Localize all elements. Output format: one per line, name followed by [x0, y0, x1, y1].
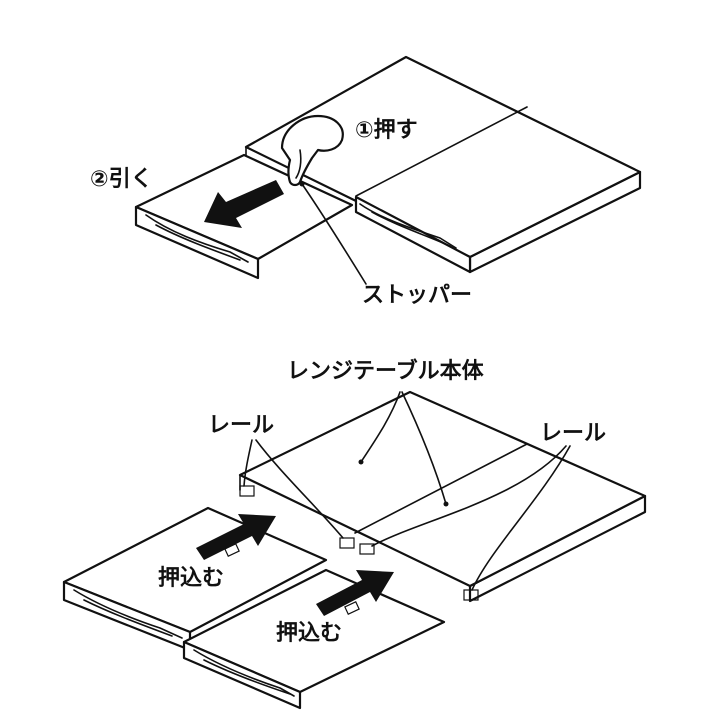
label-step2: ②引く: [90, 167, 153, 192]
push-arrow-1: [196, 514, 276, 560]
label-step1: ①押す: [355, 117, 418, 143]
bottom-right-drawer-slot: [344, 601, 360, 615]
label-push-2: 押込む: [276, 620, 342, 646]
push-arrow-2: [316, 570, 394, 616]
top-right-drawer-handle-lip: [371, 211, 451, 247]
bottom-left-drawer-handle: [73, 589, 183, 639]
pull-arrow: [204, 180, 284, 228]
bottom-right-drawer: [182, 568, 446, 710]
top-left-drawer-handle-lip: [155, 224, 241, 261]
top-right-drawer-handle: [359, 203, 457, 249]
rail-slot-1: [239, 485, 255, 497]
rail-slot-2: [339, 537, 355, 549]
bottom-right-drawer-handle: [193, 649, 295, 697]
hand-shape: [280, 114, 344, 187]
rail-slot-3: [359, 543, 375, 555]
stopper-point: [299, 181, 305, 187]
label-rail-left: レール: [208, 413, 274, 438]
hand-finger: [295, 149, 302, 179]
hand-illustration: [280, 114, 344, 187]
top-left-drawer-side: [257, 204, 353, 260]
top-left-drawer-front: [134, 205, 260, 280]
bottom-table-body: [238, 390, 647, 603]
top-right-drawer-front: [354, 195, 472, 274]
top-table-seam: [355, 106, 528, 197]
rail-slot-4: [463, 589, 479, 601]
label-rail-right: レール: [540, 421, 606, 446]
label-main-body: レンジテーブル本体: [287, 358, 485, 384]
leaders-rail-left: [243, 439, 344, 539]
stopper-leader: [301, 183, 367, 285]
bottom-left-drawer-handle-lip: [83, 599, 173, 637]
bottom-right-drawer-front: [182, 640, 302, 710]
bottom-right-drawer-handle-lip: [203, 659, 291, 695]
leaders-main-body: [360, 391, 447, 505]
bottom-figure: レンジテーブル本体 レール レール 押込む 押込む: [62, 358, 647, 710]
bottom-table-surface: [238, 390, 647, 588]
label-stopper: ストッパー: [362, 283, 472, 308]
leaders-rail-right: [371, 445, 571, 591]
top-right-drawer: [354, 195, 472, 274]
top-figure: ①押す ②引く ストッパー: [90, 55, 642, 308]
top-table-body: [244, 55, 642, 274]
label-push-1: 押込む: [158, 565, 224, 591]
top-left-drawer-handle: [145, 214, 249, 263]
